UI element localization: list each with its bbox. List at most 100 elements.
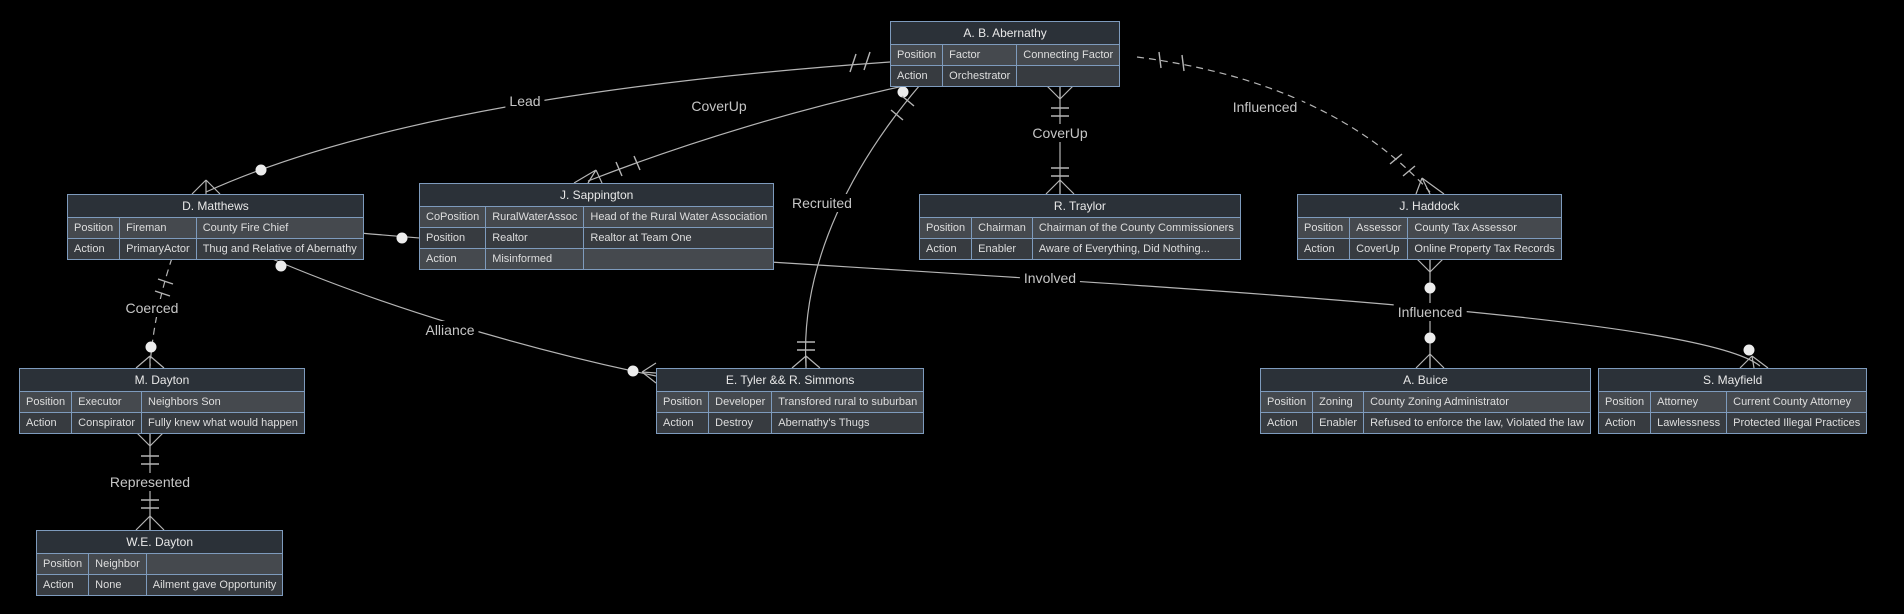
edge-label-coverup-traylor: CoverUp xyxy=(1028,124,1092,142)
crowfoot-marker xyxy=(135,515,165,531)
attr-name: CoverUp xyxy=(1349,238,1409,260)
edge-label-involved: Involved xyxy=(1019,269,1081,287)
attr-comment: Protected Illegal Practices xyxy=(1726,412,1868,434)
attr-name: Enabler xyxy=(1312,412,1365,434)
entity-d-matthews: D. Matthews Position Fireman County Fire… xyxy=(66,194,364,260)
attr-name: None xyxy=(88,574,147,596)
edge-label-recruited: Recruited xyxy=(788,194,856,212)
attr-comment: Chairman of the County Commissioners xyxy=(1031,217,1241,239)
attr-type: Action xyxy=(918,238,973,260)
attr-name: Conspirator xyxy=(71,412,142,434)
attr-type: Action xyxy=(889,65,944,87)
entity-table: S. Mayfield Position Attorney Current Co… xyxy=(1597,368,1868,434)
attr-type: Action xyxy=(66,238,121,260)
one-tick-marker xyxy=(863,51,871,71)
edge-label-influenced-haddock: Influenced xyxy=(1228,98,1302,116)
entity-title: E. Tyler && R. Simmons xyxy=(655,368,925,392)
edge-label-alliance: Alliance xyxy=(421,321,479,339)
attr-name: Realtor xyxy=(485,227,585,249)
entity-table: A. B. Abernathy Position Factor Connecti… xyxy=(889,21,1121,87)
entity-title: A. B. Abernathy xyxy=(889,21,1121,45)
attr-name: Attorney xyxy=(1650,391,1728,413)
attr-comment: Abernathy's Thugs xyxy=(771,412,925,434)
entity-j-sappington: J. Sappington CoPosition RuralWaterAssoc… xyxy=(418,183,775,270)
attr-name: Misinformed xyxy=(485,248,585,270)
attr-type: Position xyxy=(18,391,73,413)
attr-comment: Current County Attorney xyxy=(1726,391,1868,413)
attr-name: Chairman xyxy=(971,217,1033,239)
attr-comment: Realtor at Team One xyxy=(583,227,775,249)
one-tick-marker xyxy=(901,95,915,107)
zero-circle-marker xyxy=(145,341,157,353)
entity-title: S. Mayfield xyxy=(1597,368,1868,392)
edge-label-influenced-buice: Influenced xyxy=(1393,303,1467,321)
crowfoot-marker xyxy=(135,431,165,447)
attr-type: Position xyxy=(418,227,487,249)
attr-type: Position xyxy=(655,391,710,413)
edge-alliance xyxy=(269,257,657,377)
entity-a-buice: A. Buice Position Zoning County Zoning A… xyxy=(1259,368,1591,434)
attr-comment: Aware of Everything, Did Nothing... xyxy=(1031,238,1241,260)
entity-title: W.E. Dayton xyxy=(35,530,284,554)
attr-type: Action xyxy=(1296,238,1351,260)
attr-name: RuralWaterAssoc xyxy=(485,206,585,228)
attr-comment: County Fire Chief xyxy=(195,217,364,239)
entity-title: A. Buice xyxy=(1260,368,1591,392)
crowfoot-marker xyxy=(573,169,603,184)
crowfoot-marker xyxy=(641,362,657,384)
edge-lead xyxy=(205,61,891,193)
entity-table: A. Buice Position Zoning County Zoning A… xyxy=(1259,368,1591,434)
edge-coverup-sappington xyxy=(587,84,909,182)
attr-name: Destroy xyxy=(708,412,773,434)
one-tick-marker xyxy=(849,53,857,73)
attr-comment: Transfored rural to suburban xyxy=(771,391,925,413)
attr-name: Assessor xyxy=(1349,217,1409,239)
attr-name: Neighbor xyxy=(88,553,147,575)
attr-type: Position xyxy=(66,217,121,239)
entity-we-dayton: W.E. Dayton Position Neighbor Action Non… xyxy=(35,530,284,596)
attr-type: Action xyxy=(418,248,487,270)
zero-circle-marker xyxy=(396,232,408,244)
edge-label-coverup-sappington: CoverUp xyxy=(687,97,751,115)
zero-circle-marker xyxy=(627,365,639,377)
attr-name: Fireman xyxy=(119,217,197,239)
crowfoot-marker xyxy=(1045,84,1075,100)
attr-type: Position xyxy=(35,553,90,575)
entity-title: D. Matthews xyxy=(67,194,364,218)
crowfoot-marker xyxy=(1739,355,1769,369)
attr-type: Position xyxy=(918,217,973,239)
attr-comment: County Zoning Administrator xyxy=(1363,391,1591,413)
attr-type: CoPosition xyxy=(418,206,487,228)
edge-influenced-haddock xyxy=(1136,56,1431,193)
entity-table: D. Matthews Position Fireman County Fire… xyxy=(66,194,364,260)
crowfoot-marker xyxy=(791,355,821,369)
attr-comment: Online Property Tax Records xyxy=(1407,238,1562,260)
attr-comment: Fully knew what would happen xyxy=(141,412,305,434)
attr-comment: Thug and Relative of Abernathy xyxy=(195,238,364,260)
entity-j-haddock: J. Haddock Position Assessor County Tax … xyxy=(1296,194,1562,260)
attr-comment: County Tax Assessor xyxy=(1407,217,1562,239)
one-tick-marker xyxy=(1402,165,1416,177)
entity-title: J. Sappington xyxy=(418,183,775,207)
attr-comment: Refused to enforce the law, Violated the… xyxy=(1363,412,1591,434)
attr-comment xyxy=(145,553,284,575)
attr-comment xyxy=(583,248,775,270)
crowfoot-marker xyxy=(1415,177,1445,195)
entity-table: E. Tyler && R. Simmons Position Develope… xyxy=(655,368,925,434)
attr-type: Action xyxy=(18,412,73,434)
entity-s-mayfield: S. Mayfield Position Attorney Current Co… xyxy=(1597,368,1868,434)
attr-type: Position xyxy=(1597,391,1652,413)
edge-label-represented: Represented xyxy=(105,473,195,491)
entity-title: M. Dayton xyxy=(19,368,305,392)
attr-comment: Connecting Factor xyxy=(1016,44,1121,66)
crowfoot-marker xyxy=(1045,179,1075,195)
attr-name: Orchestrator xyxy=(942,65,1018,87)
attr-name: Developer xyxy=(708,391,773,413)
zero-circle-marker xyxy=(275,260,287,272)
crowfoot-marker xyxy=(191,179,221,195)
attr-name: Factor xyxy=(942,44,1018,66)
attr-comment: Neighbors Son xyxy=(141,391,305,413)
attr-type: Action xyxy=(655,412,710,434)
